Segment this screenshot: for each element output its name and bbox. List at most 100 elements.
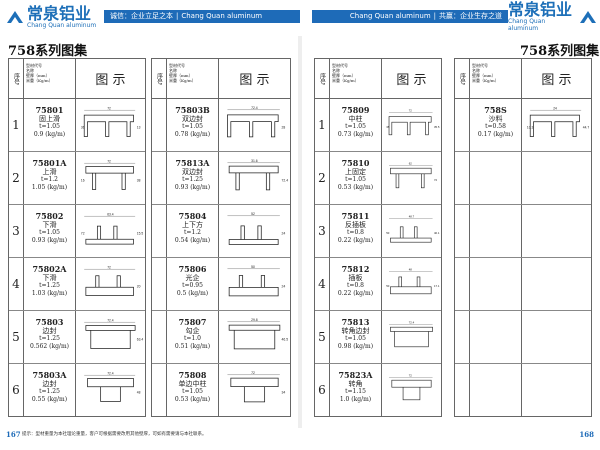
- header-spec-line: 米重（Kg/m）: [472, 78, 499, 83]
- dimension-label: 46.5: [282, 337, 289, 341]
- profile-outline: [529, 114, 580, 137]
- dimension-label: 50: [386, 231, 390, 235]
- dimension-label: 24: [282, 231, 286, 235]
- header-no: 序号: [152, 59, 167, 98]
- profile-figure: [522, 311, 591, 363]
- profile-thickness: t=1.25: [39, 335, 60, 342]
- profile-code: 75813A: [175, 158, 210, 168]
- table-header: 序号型材代号名称壁厚（mm）米重（Kg/m）图 示: [315, 59, 441, 99]
- row-number: 4: [315, 258, 330, 310]
- footer: 167 提示：型材重量为本社理论重量，客户可根据需要改用其他壁厚，可如有需要请与…: [0, 428, 600, 444]
- page-title-left: 758系列图集: [8, 44, 88, 59]
- header-figure: 图 示: [239, 73, 270, 88]
- row-number: 2: [315, 152, 330, 204]
- profile-thickness: t=0.58: [485, 123, 506, 130]
- row-number: 6: [9, 364, 24, 416]
- dimension-label: 72: [409, 374, 413, 378]
- dimension-label: 44.7: [583, 125, 590, 129]
- profile-weight: 0.5 (kg/m): [176, 290, 209, 297]
- logo-text-en: Chang Quan aluminum: [508, 18, 546, 32]
- profile-outline: [228, 165, 279, 191]
- profile-thickness: t=1.2: [184, 229, 201, 236]
- profile-outline: [85, 225, 134, 245]
- dimension-label: 16: [81, 178, 85, 182]
- profile-thickness: t=0.8: [347, 282, 364, 289]
- dimension-label: 15.5: [137, 231, 144, 235]
- row-number: 5: [9, 311, 24, 363]
- row-number: [152, 99, 167, 151]
- table-header: 序号型材代号名称壁厚（mm）米重（Kg/m）图 示: [152, 59, 290, 99]
- profile-outline: [230, 377, 279, 403]
- dimension-label: 72: [409, 109, 413, 113]
- profile-name: 上固定: [345, 168, 366, 176]
- profile-row: [455, 364, 591, 416]
- logo-text-cn: 常泉铝业: [27, 3, 92, 23]
- row-number: [455, 99, 470, 151]
- profile-figure: [522, 205, 591, 257]
- dimension-label: 38: [137, 178, 141, 182]
- dimension-label: 31.6: [251, 159, 258, 163]
- dimension-label: 72.4: [282, 178, 289, 182]
- profile-name: 边封: [42, 380, 57, 388]
- profile-outline: [228, 324, 281, 350]
- profile-row: [455, 205, 591, 258]
- profile-drawing: 72.463.4: [84, 318, 143, 349]
- profile-thickness: t=1.05: [345, 123, 366, 130]
- slogan-text-en: Chang Quan aluminum: [181, 12, 263, 20]
- header-spec: 型材代号名称壁厚（mm）米重（Kg/m）: [470, 59, 522, 98]
- profile-row: [455, 311, 591, 364]
- row-number: [455, 258, 470, 310]
- dimension-label: 63.4: [107, 212, 114, 216]
- header-spec: 型材代号名称壁厚（mm）米重（Kg/m）: [24, 59, 76, 98]
- slogan-text: 诚信：企业立足之本: [110, 12, 173, 20]
- profile-figure: [522, 364, 591, 416]
- dimension-label: 72.4: [107, 318, 114, 322]
- row-number: 3: [9, 205, 24, 257]
- row-number: [455, 311, 470, 363]
- profile-name: 中柱: [348, 115, 363, 123]
- row-number: 3: [315, 205, 330, 257]
- profile-name: 双边封: [182, 168, 203, 176]
- slogan-band-left: 诚信：企业立足之本|Chang Quan aluminum: [104, 10, 300, 23]
- profile-name: 双边封: [182, 115, 203, 123]
- profile-drawing: 48.740.150: [386, 215, 440, 243]
- profile-code: 75813: [341, 317, 370, 327]
- header-right: Chang Quan aluminum|共赢：企业生存之道 常泉铝业 Chang…: [300, 0, 600, 34]
- profile-thickness: t=1.05: [182, 123, 203, 130]
- profile-drawing: 72.4: [389, 321, 433, 348]
- dimension-label: 50: [386, 284, 390, 288]
- profile-outline: [390, 167, 432, 189]
- header-spec-line: 型材代号: [169, 63, 185, 68]
- dimension-label: 72: [107, 159, 111, 163]
- dimension-label: 36: [81, 125, 85, 129]
- profile-outline: [83, 114, 134, 137]
- profile-weight: 0.22 (kg/m): [337, 290, 374, 297]
- header-spec-line: 米重（Kg/m）: [169, 78, 196, 83]
- profile-code: 75808: [178, 370, 207, 380]
- dimension-label: 35.5: [434, 125, 440, 129]
- slogan-band-right: Chang Quan aluminum|共赢：企业生存之道: [312, 10, 508, 23]
- profile-weight: 0.22 (kg/m): [337, 237, 374, 244]
- profile-weight: 0.9 (kg/m): [33, 131, 66, 138]
- row-number: [455, 152, 470, 204]
- dimension-label: 20: [137, 284, 141, 288]
- profile-outline: [85, 275, 134, 296]
- dimension-label: 48.7: [409, 215, 415, 219]
